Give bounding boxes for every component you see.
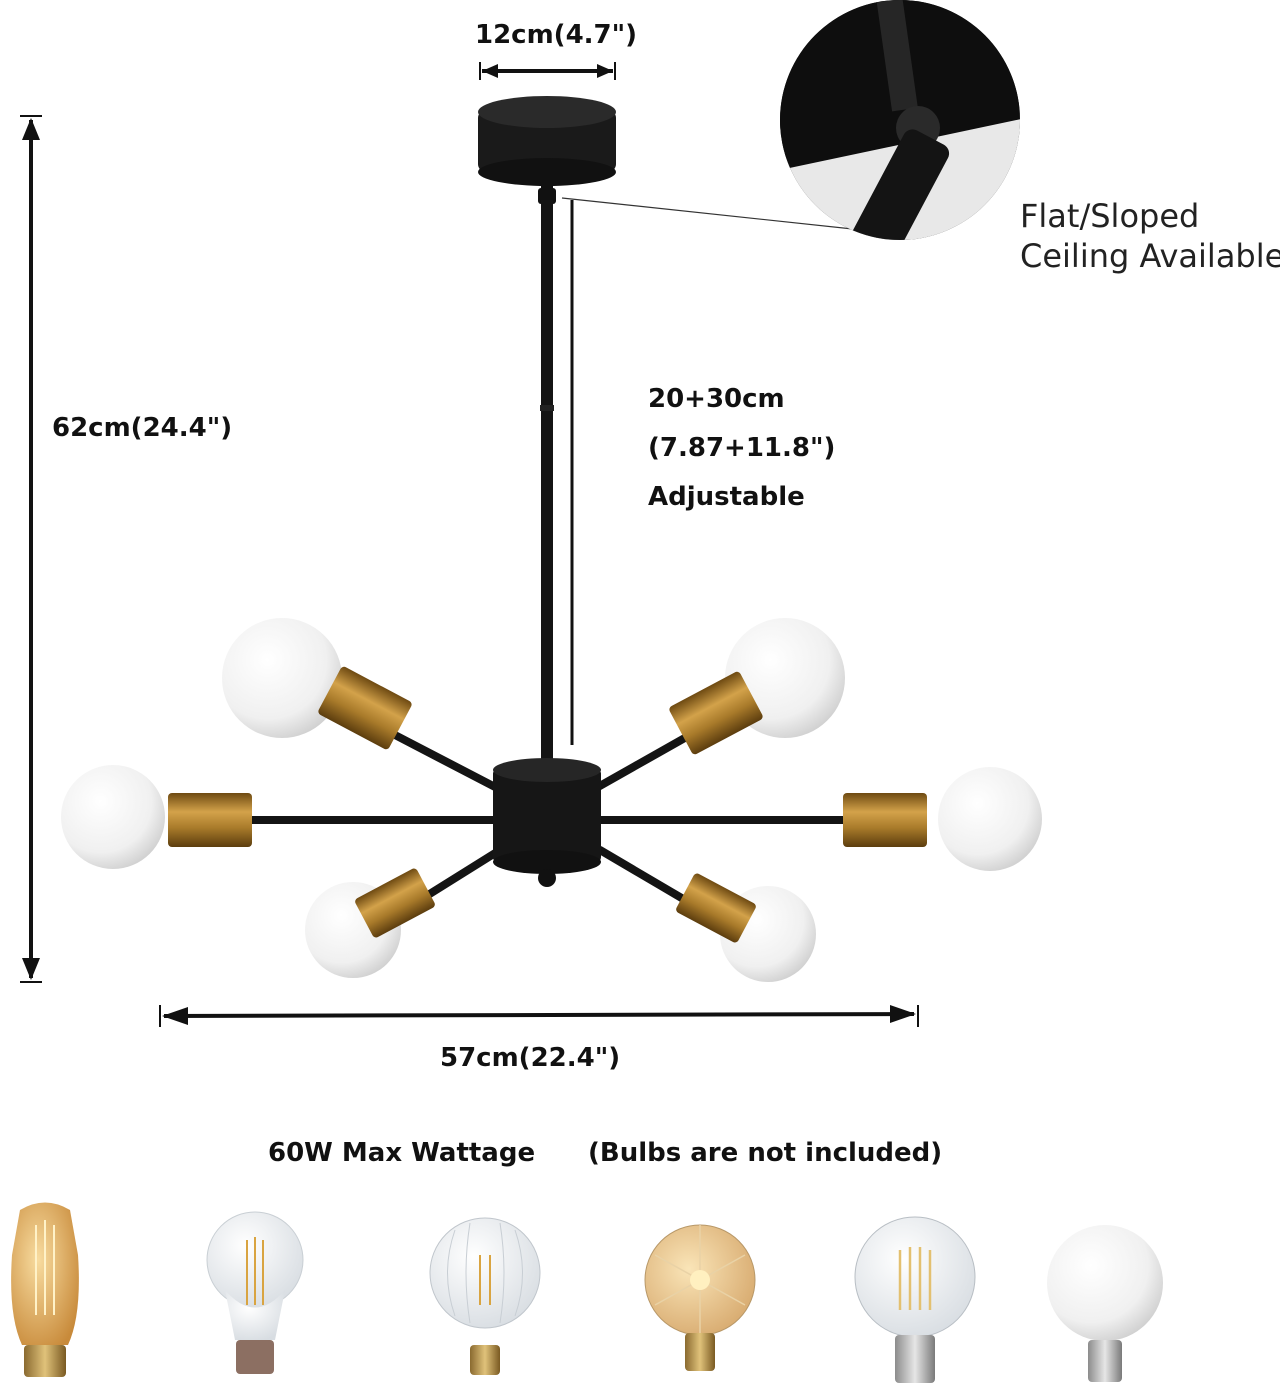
inset-caption-line1: Flat/Sloped [1020,197,1200,235]
rod-length-metric: 20+30cm [648,384,785,414]
height-dimension [20,115,42,983]
rod-adjustable-label: Adjustable [648,482,805,512]
brass-socket [355,868,435,938]
arrow-left-icon [162,1007,188,1025]
downrod [541,200,553,760]
ribbed-globe-bulb-icon [429,1217,541,1375]
bulb-upper-right [669,618,845,755]
bulb-lower-left [305,868,435,978]
width-dimension [159,1005,919,1027]
arrow-left-icon [482,64,498,78]
center-hub [493,758,601,887]
total-height-label: 62cm(24.4") [52,413,233,443]
faceted-globe-bulb-icon [644,1224,756,1371]
bulb-lower-right [676,873,816,982]
bulb-left [61,765,252,869]
brass-socket [318,666,412,750]
max-wattage-label: 60W Max Wattage [268,1138,536,1168]
sloped-ceiling-inset [780,0,1020,240]
arrow-up-icon [22,118,40,140]
bulb-right [843,767,1042,871]
arrow-right-icon [597,64,613,78]
canopy-width-dimension [479,62,616,80]
frosted-globe-bulb-icon [1047,1225,1163,1382]
arrow-down-icon [22,958,40,980]
bulbs-not-included-note: (Bulbs are not included) [588,1138,943,1168]
canopy-width-label: 12cm(4.7") [475,20,638,50]
inset-caption-line2: Ceiling Available [1020,237,1280,275]
arrow-right-icon [890,1005,916,1023]
bulb-upper-left [222,618,412,750]
brass-socket [676,873,756,943]
g40-led-filament-bulb-icon [854,1216,976,1383]
brass-socket [843,793,927,847]
total-width-label: 57cm(22.4") [440,1043,621,1073]
st64-amber-bulb-icon [11,1202,79,1377]
brass-socket [168,793,252,847]
inset-leader-line [561,197,863,231]
compatible-bulbs-row [11,1202,1163,1383]
rod-length-imperial: (7.87+11.8") [648,433,836,463]
a19-filament-bulb-icon [206,1211,304,1374]
brass-socket [669,671,763,755]
